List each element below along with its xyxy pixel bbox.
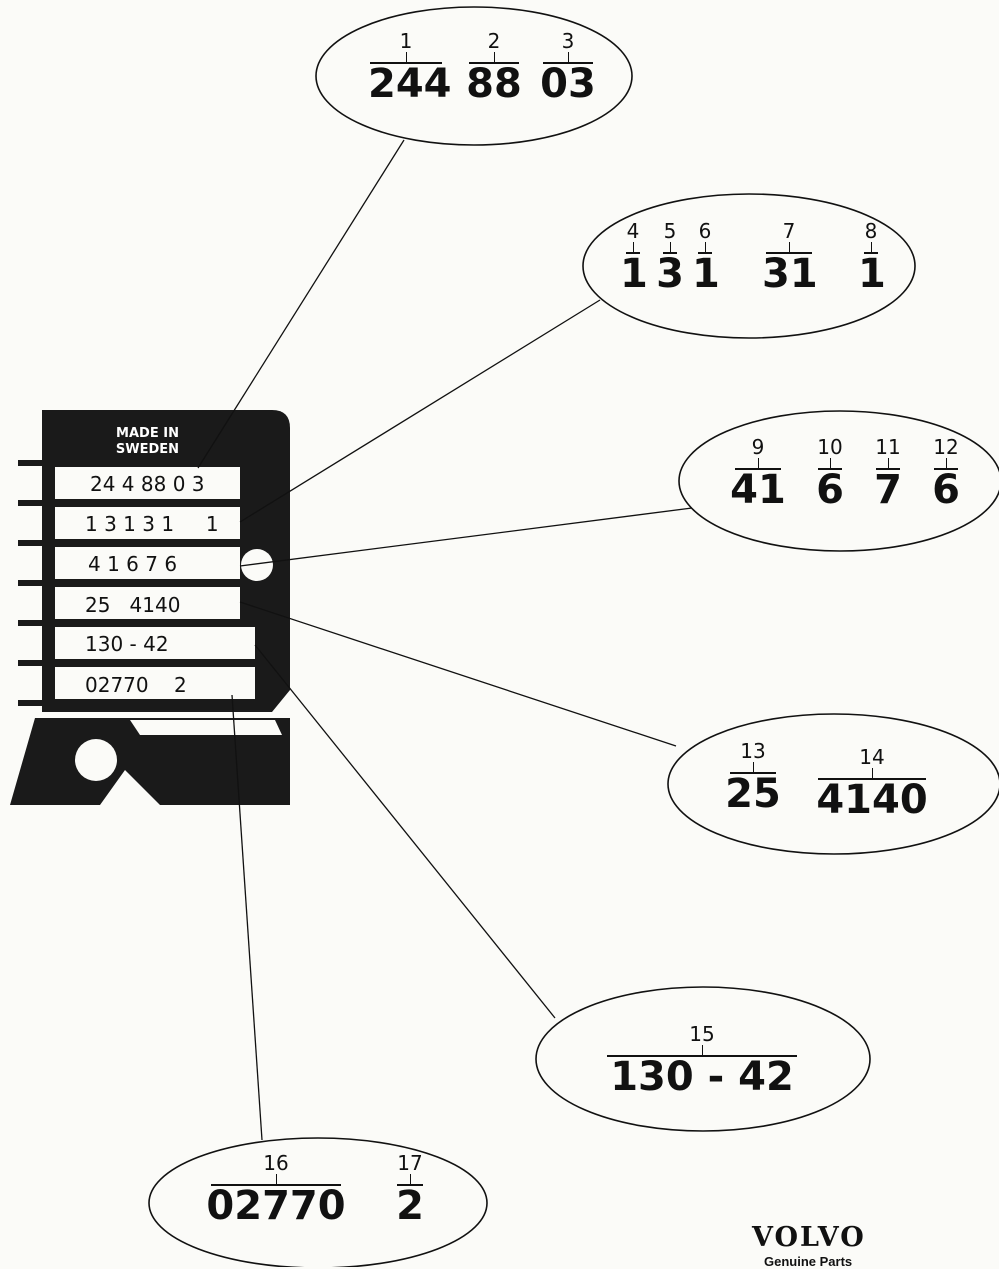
group-value: 3: [656, 251, 684, 297]
leader-line-3: [239, 507, 693, 567]
callout-group-5: 5 3: [656, 220, 684, 294]
plate-row-4: 25 4140: [85, 593, 181, 617]
group-index: 9: [751, 435, 765, 459]
group-index: 17: [397, 1151, 423, 1175]
callout-group-16: 16 02770: [206, 1152, 346, 1226]
group-value: 2: [396, 1183, 424, 1229]
group-index: 8: [864, 219, 878, 243]
group-value: 6: [932, 467, 960, 513]
group-value: 1: [858, 251, 886, 297]
group-index: 6: [698, 219, 712, 243]
group-index: 4: [626, 219, 640, 243]
callout-ellipse-6: [148, 1137, 488, 1267]
group-value: 41: [730, 467, 786, 513]
leader-line-4: [239, 601, 677, 747]
plate-row-6: 02770 2: [85, 673, 187, 697]
group-value: 88: [466, 61, 522, 107]
group-index: 1: [399, 29, 413, 53]
callout-group-7: 7 31: [762, 219, 818, 297]
group-value: 4140: [816, 777, 928, 823]
plate-row-fields: [55, 467, 255, 699]
plate-tabs: [18, 460, 48, 706]
group-index: 16: [263, 1151, 289, 1175]
callout-group-10: 10 6: [812, 436, 848, 510]
callout-ellipse-5: [535, 986, 871, 1132]
plate-title-line2: SWEDEN: [115, 442, 180, 457]
plate-row-2: 1 3 1 3 1 1: [85, 512, 219, 536]
callout-group-14: 14 4140: [814, 746, 930, 820]
group-value: 03: [540, 61, 596, 107]
group-index: 10: [817, 435, 843, 459]
group-value: 6: [816, 467, 844, 513]
plate-bracket: [10, 718, 290, 805]
callout-group-6: 6 1: [692, 219, 720, 297]
callout-group-2: 2 88: [466, 30, 522, 104]
callout-ellipse-1: [315, 6, 633, 146]
plate-row-3: 4 1 6 7 6: [88, 552, 178, 576]
callout-ellipse-2: [582, 193, 916, 339]
callout-group-12: 12 6: [928, 436, 964, 510]
group-value: 1: [620, 251, 648, 297]
callout-group-9: 9 41: [730, 436, 786, 510]
group-index: 12: [933, 435, 959, 459]
callout-ellipse-3: [678, 410, 999, 552]
callout-ellipse-4: [667, 713, 999, 855]
callout-group-17: 17 2: [390, 1152, 430, 1226]
group-value: 7: [874, 467, 902, 513]
callout-group-13: 13 25: [722, 740, 784, 814]
callout-group-11: 11 7: [870, 436, 906, 510]
volvo-logo: VOLVO: [752, 1222, 866, 1253]
group-index: 15: [689, 1022, 715, 1046]
group-index: 13: [740, 739, 766, 763]
callout-group-3: 3 03: [540, 30, 596, 104]
group-value: 25: [725, 771, 781, 817]
callout-group-8: 8 1: [858, 219, 886, 297]
callout-group-1: 1 244: [368, 29, 452, 107]
plate-row-5: 130 - 42: [85, 632, 169, 656]
plate-title-line1: MADE IN: [116, 426, 179, 441]
group-index: 11: [875, 435, 901, 459]
rivet-hole-bottom: [75, 739, 117, 781]
rivet-hole-right: [241, 549, 273, 581]
callout-group-4: 4 1: [620, 219, 648, 297]
group-value: 244: [368, 61, 452, 107]
group-index: 14: [859, 745, 885, 769]
group-value: 31: [762, 251, 818, 297]
group-value: 02770: [206, 1183, 346, 1229]
leader-line-5: [254, 644, 556, 1019]
genuine-parts-tagline: Genuine Parts: [764, 1254, 853, 1269]
group-value: 1: [692, 251, 720, 297]
group-value: 130 - 42: [610, 1054, 794, 1100]
leader-line-2: [239, 299, 601, 523]
group-index: 3: [561, 29, 575, 53]
group-index: 7: [782, 219, 796, 243]
leader-line-1: [197, 139, 405, 469]
leader-line-6: [231, 694, 263, 1141]
group-index: 2: [487, 29, 501, 53]
callout-group-15: 15 130 - 42: [604, 1023, 800, 1097]
plate-row-1: 24 4 88 0 3: [90, 472, 205, 496]
group-index: 5: [663, 219, 677, 243]
plate-title: MADE IN SWEDEN: [100, 426, 195, 458]
